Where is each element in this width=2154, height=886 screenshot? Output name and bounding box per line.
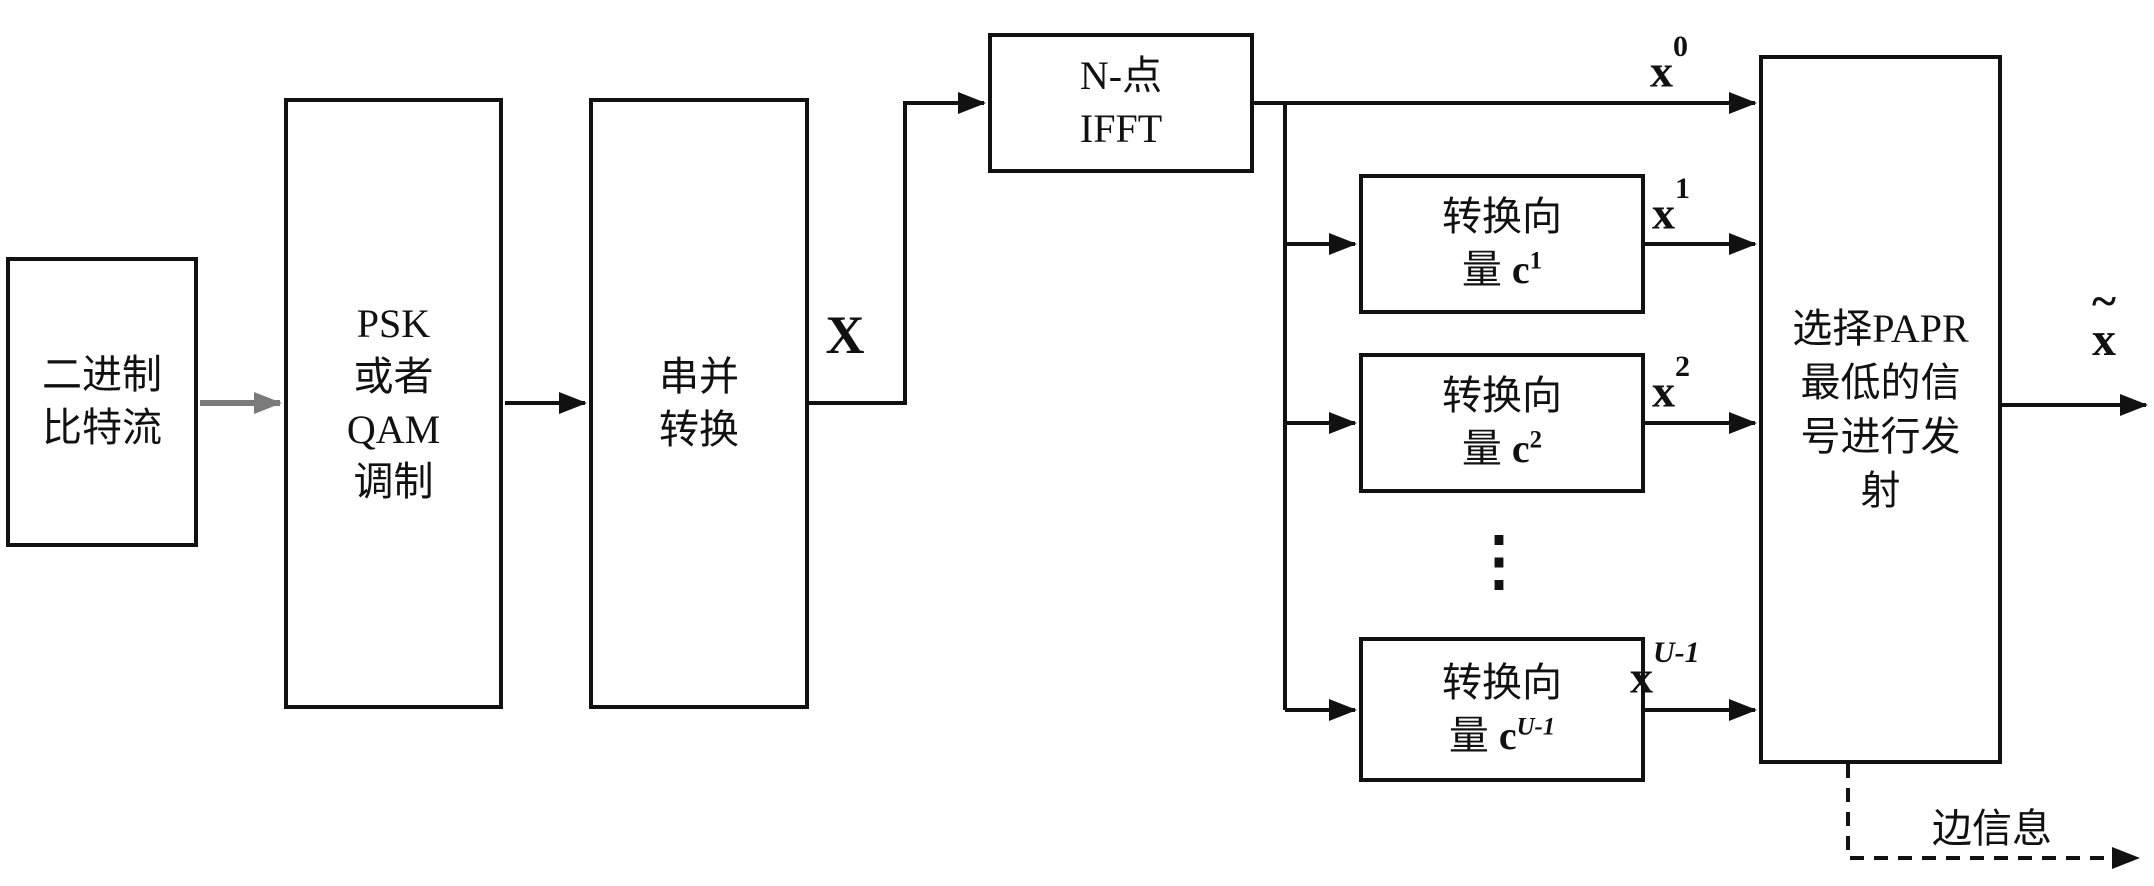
vector-prefix: 量	[1448, 712, 1499, 758]
block-text-line: 转换向	[1442, 659, 1562, 705]
block-text-line: 转换	[659, 406, 739, 452]
block-text-line: 转换向	[1442, 194, 1562, 240]
arrow-side-information-dashed	[1846, 764, 2140, 869]
block-text-line: 比特流	[42, 405, 162, 450]
label-x-tilde-output: ~ x	[2068, 275, 2140, 366]
label-base: x	[2092, 313, 2116, 366]
label-side-information: 边信息	[1932, 806, 2052, 851]
vector-prefix: 量	[1461, 426, 1512, 471]
block-text-line: 串并	[659, 353, 739, 399]
block-text-line: PSK	[356, 300, 431, 346]
vector-superscript: 2	[1529, 426, 1543, 454]
vector-prefix: 量	[1461, 247, 1512, 292]
block-text-line: 量 cU-1	[1449, 710, 1555, 763]
block-text-line: 量 c2	[1462, 423, 1542, 476]
label-frequency-symbol-X: X	[825, 305, 865, 365]
block-serial-to-parallel: 串并 转换	[589, 98, 809, 709]
block-text-line: 二进制	[42, 352, 162, 398]
label-base: x	[1630, 651, 1653, 703]
vector-superscript: 1	[1529, 247, 1543, 275]
label-x2: x2	[1652, 352, 1690, 417]
block-text-line: 转换向	[1442, 373, 1562, 419]
label-base: x	[1652, 187, 1675, 239]
tilde-mark: ~	[2092, 275, 2116, 326]
block-text-line: 或者	[353, 353, 434, 399]
label-base: x	[1652, 365, 1675, 417]
label-superscript: 2	[1675, 350, 1690, 383]
block-phase-vector-c2: 转换向 量 c2	[1359, 353, 1645, 493]
label-superscript: 0	[1673, 30, 1688, 63]
block-n-point-ifft: N-点 IFFT	[988, 33, 1254, 173]
label-superscript: 1	[1675, 172, 1690, 205]
block-text-line: IFFT	[1079, 106, 1163, 151]
block-psk-qam-modulation: PSK 或者 QAM 调制	[284, 98, 503, 709]
vertical-ellipsis: ⋮	[1466, 525, 1532, 598]
block-select-lowest-papr: 选择PAPR 最低的信 号进行发 射	[1759, 55, 2002, 764]
block-text-line: QAM	[346, 406, 441, 452]
arrow-serialparallel-to-ifft	[809, 92, 986, 405]
vector-symbol: c	[1511, 247, 1530, 292]
block-phase-vector-c1: 转换向 量 c1	[1359, 174, 1645, 314]
vector-symbol: c	[1511, 426, 1530, 471]
label-xu: xU-1	[1630, 638, 1700, 703]
vector-superscript: U-1	[1516, 713, 1556, 741]
label-base: x	[1650, 45, 1673, 97]
block-binary-bitstream: 二进制 比特流	[6, 257, 198, 547]
label-superscript: U-1	[1653, 636, 1700, 669]
label-x0: x0	[1650, 32, 1688, 97]
block-text-line: 最低的信	[1800, 359, 1961, 405]
block-text-line: 号进行发	[1800, 413, 1961, 459]
block-text-line: 调制	[353, 459, 434, 505]
block-text-line: 选择PAPR	[1792, 305, 1969, 351]
label-x1: x1	[1652, 174, 1690, 239]
block-text-line: 射	[1860, 467, 1901, 513]
block-phase-vector-cu: 转换向 量 cU-1	[1359, 637, 1645, 782]
vector-symbol: c	[1498, 712, 1517, 758]
block-text-line: 量 c1	[1462, 244, 1542, 297]
block-text-line: N-点	[1079, 53, 1163, 99]
